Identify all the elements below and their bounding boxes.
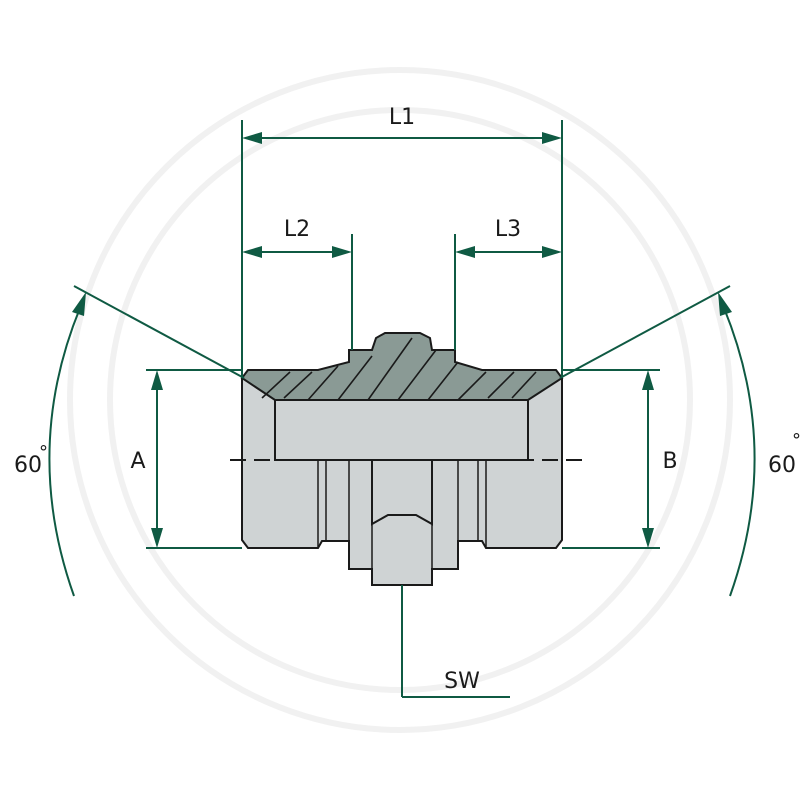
- angle-right: 60 °: [559, 285, 800, 597]
- label-l1: L1: [389, 105, 415, 130]
- sw-leader: SW: [401, 585, 510, 698]
- fitting-body: [230, 332, 582, 586]
- degree-right: °: [792, 430, 800, 451]
- angle-left: 60 °: [14, 285, 245, 597]
- label-l3: L3: [495, 217, 521, 242]
- label-l2: L2: [284, 217, 310, 242]
- hex-flat: [371, 459, 433, 526]
- label-sw: SW: [444, 669, 480, 694]
- watermark: [67, 67, 733, 733]
- dimension-l1: L1: [241, 105, 563, 378]
- label-angle-right: 60: [768, 453, 796, 478]
- section-hatching: [261, 337, 537, 401]
- degree-left: °: [39, 442, 48, 463]
- dimension-a: A: [130, 369, 242, 549]
- label-b: B: [662, 449, 677, 474]
- dimension-l2: L2: [242, 217, 353, 350]
- dimension-b: B: [562, 369, 678, 549]
- label-a: A: [130, 449, 145, 474]
- dimension-l3: L3: [454, 217, 562, 350]
- label-angle-left: 60: [14, 453, 42, 478]
